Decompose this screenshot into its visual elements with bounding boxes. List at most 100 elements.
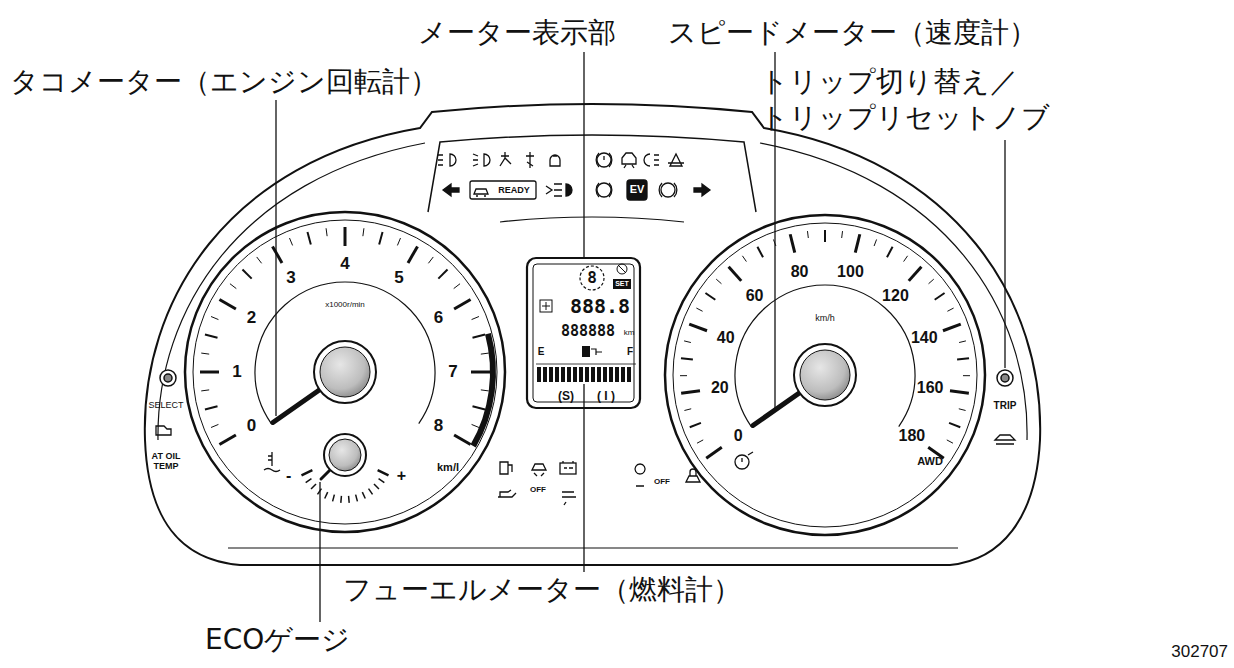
meter-display bbox=[591, 349, 602, 355]
meter-display bbox=[617, 264, 627, 274]
indicator-icons bbox=[597, 153, 611, 167]
indicator-icons bbox=[742, 452, 753, 462]
indicator-icons bbox=[562, 492, 576, 505]
tachometer-dial bbox=[473, 334, 493, 446]
knobs bbox=[160, 370, 176, 386]
indicator-text: AWD bbox=[917, 455, 943, 468]
tick-mark bbox=[325, 492, 328, 498]
tick-mark bbox=[473, 334, 486, 337]
housing bbox=[500, 217, 684, 222]
tick-mark bbox=[200, 371, 219, 374]
knobs bbox=[164, 374, 172, 382]
unit-label: x1000r/min bbox=[325, 300, 365, 310]
tick-mark bbox=[211, 424, 218, 427]
tick-mark bbox=[307, 232, 310, 245]
indicator-text: SELECT bbox=[148, 400, 183, 411]
speedometer-dial bbox=[735, 285, 915, 427]
indicator-icons bbox=[156, 426, 171, 435]
tick-mark bbox=[472, 424, 479, 427]
dial-number: 2 bbox=[247, 308, 256, 328]
tick-mark bbox=[408, 246, 418, 262]
dial-number: 140 bbox=[911, 328, 938, 347]
tick-mark bbox=[242, 269, 251, 278]
needles bbox=[320, 347, 370, 397]
indicator-icons bbox=[596, 153, 612, 167]
indicator-icons bbox=[661, 183, 675, 197]
tick-mark bbox=[454, 300, 470, 310]
tick-mark bbox=[438, 269, 447, 278]
indicator-icons bbox=[500, 462, 512, 474]
leader-lines bbox=[1004, 140, 1005, 368]
dial-number: 6 bbox=[434, 308, 443, 328]
speedometer-dial bbox=[665, 215, 985, 535]
indicator-icons bbox=[596, 183, 612, 197]
needles bbox=[314, 341, 376, 403]
tick-mark bbox=[807, 231, 809, 238]
fuel-segment bbox=[585, 367, 589, 382]
indicator-icons bbox=[438, 154, 456, 166]
speedometer-dial bbox=[680, 230, 970, 458]
indicator-icons bbox=[627, 180, 647, 200]
indicator-icons bbox=[264, 452, 280, 472]
fuel-segment bbox=[567, 367, 571, 382]
tick-mark bbox=[454, 435, 470, 445]
tick-mark bbox=[473, 406, 486, 409]
meter-display bbox=[580, 266, 604, 290]
tick-mark bbox=[211, 317, 218, 320]
tick-mark bbox=[326, 228, 327, 236]
housing bbox=[145, 104, 1040, 565]
callout-label: タコメーター（エンジン回転計） bbox=[10, 65, 438, 99]
display-text: E bbox=[538, 346, 545, 358]
display-text: (S) bbox=[558, 389, 574, 403]
knobs bbox=[160, 370, 1013, 386]
tick-mark bbox=[887, 247, 893, 258]
tick-mark bbox=[219, 435, 235, 445]
tick-mark bbox=[257, 257, 262, 263]
dial-number: 40 bbox=[717, 328, 735, 347]
dial-number: 60 bbox=[746, 286, 764, 305]
fuel-segment bbox=[555, 367, 559, 382]
needles bbox=[273, 341, 856, 479]
display-text: km bbox=[624, 328, 635, 338]
indicator-icons bbox=[526, 152, 534, 168]
speedometer-dial bbox=[673, 223, 977, 527]
tick-mark bbox=[340, 496, 342, 503]
indicator-icons bbox=[470, 181, 536, 199]
tick-mark bbox=[379, 479, 385, 483]
tick-mark bbox=[348, 496, 350, 503]
figure-number: 302707 bbox=[1171, 642, 1228, 662]
tick-mark bbox=[219, 300, 235, 310]
tick-mark bbox=[757, 247, 763, 258]
meter-display bbox=[618, 265, 626, 273]
knob-label: TRIP bbox=[994, 400, 1017, 412]
fuel-segment bbox=[561, 367, 565, 382]
tick-mark bbox=[344, 227, 347, 246]
dial-number: 80 bbox=[791, 263, 809, 282]
indicator-icons bbox=[635, 464, 645, 486]
tick-mark bbox=[689, 324, 707, 331]
meter-display bbox=[533, 264, 634, 402]
fuel-segment bbox=[621, 367, 625, 382]
indicator-icons bbox=[560, 463, 576, 474]
dial-number: 3 bbox=[286, 268, 295, 288]
unit-label: km/h bbox=[815, 313, 835, 324]
indicator-icons bbox=[550, 155, 560, 166]
knobs bbox=[1001, 374, 1009, 382]
tick-mark bbox=[201, 353, 209, 354]
fuel-segment bbox=[543, 367, 547, 382]
scale-sign: - bbox=[286, 466, 291, 485]
tick-mark bbox=[273, 246, 283, 262]
tick-mark bbox=[306, 479, 312, 483]
unit-label: km/l bbox=[437, 461, 459, 474]
needles bbox=[329, 439, 361, 471]
indicator-text: AT OIL TEMP bbox=[147, 452, 185, 472]
callout-label: ECOゲージ bbox=[205, 623, 350, 657]
indicator-icons bbox=[546, 184, 562, 196]
scale-sign: + bbox=[397, 466, 406, 485]
tick-mark bbox=[378, 470, 389, 475]
tick-mark bbox=[855, 234, 860, 252]
fuel-segment bbox=[627, 367, 631, 382]
fuel-segment bbox=[597, 367, 601, 382]
tick-mark bbox=[957, 358, 969, 359]
